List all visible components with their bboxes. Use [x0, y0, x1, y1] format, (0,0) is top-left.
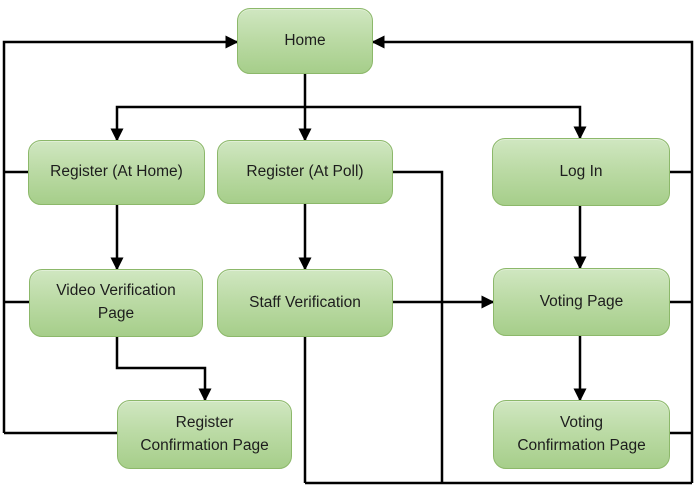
node-voting-confirmation-page: Voting Confirmation Page [493, 400, 670, 469]
edge-left-return-to-home [2, 35, 239, 433]
node-staff-verification: Staff Verification [217, 269, 393, 337]
node-label-log-in: Log In [559, 162, 603, 180]
node-label-register-at-home: Register (At Home) [50, 163, 183, 181]
edge-video-verification-to-register-confirmation [115, 337, 212, 402]
edge-home-to-register-at-home [110, 105, 305, 142]
node-label-voting-confirmation-page: Voting Confirmation Page [517, 413, 646, 454]
node-label-voting-page: Voting Page [539, 292, 624, 310]
node-register-at-home: Register (At Home) [28, 140, 205, 205]
node-label-home: Home [284, 31, 326, 49]
node-label-video-verification-page: Video Verification Page [56, 282, 176, 322]
node-label-register-confirmation-page: Register Confirmation Page [140, 413, 269, 454]
edge-home-to-log-in [305, 105, 587, 140]
node-label-register-at-poll: Register (At Poll) [246, 162, 364, 180]
node-register-confirmation-page: Register Confirmation Page [117, 400, 292, 469]
edge-right-return-to-home [371, 35, 694, 483]
node-register-at-poll: Register (At Poll) [217, 140, 393, 204]
edge-register-at-poll-right-link [393, 170, 444, 483]
node-home: Home [237, 8, 373, 74]
node-video-verification-page: Video Verification Page [29, 269, 203, 337]
node-label-staff-verification: Staff Verification [249, 293, 361, 311]
node-voting-page: Voting Page [493, 268, 670, 336]
node-log-in: Log In [492, 138, 670, 206]
